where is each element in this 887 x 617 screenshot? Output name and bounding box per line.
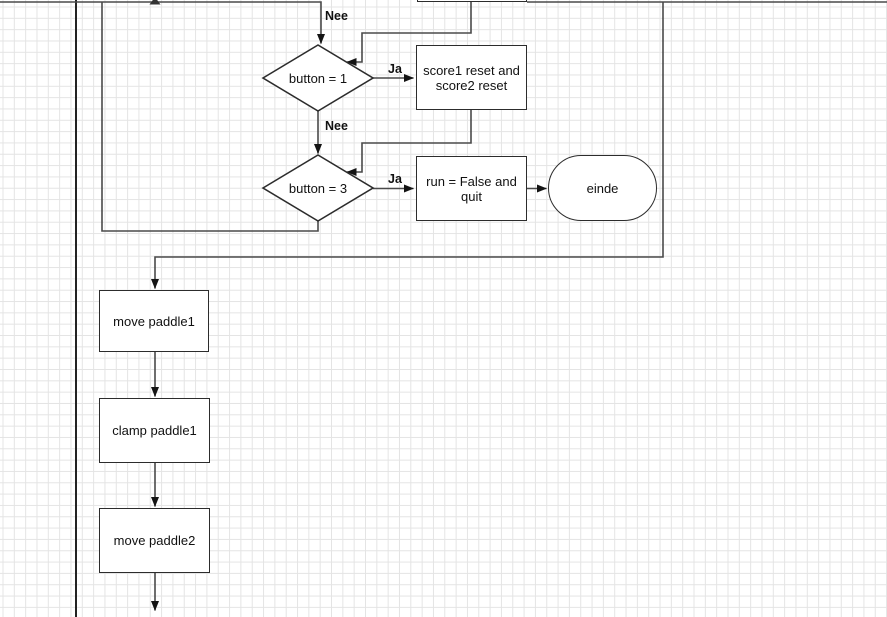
process-clamp-paddle1-label: clamp paddle1: [112, 423, 197, 438]
edge-label-nee-top: Nee: [325, 9, 348, 23]
cutoff-arrowhead-top: [149, 0, 161, 5]
process-run-quit-label-line2: quit: [461, 188, 482, 204]
process-move-paddle1-label: move paddle1: [113, 313, 195, 329]
terminator-einde-label: einde: [586, 180, 619, 196]
process-run-quit-label-line1: run = False and: [426, 173, 517, 189]
process-move-paddle1[interactable]: move paddle1: [99, 290, 209, 352]
process-score-reset[interactable]: score1 reset and score2 reset: [416, 45, 527, 110]
connector-top-into-button1[interactable]: [0, 1, 325, 44]
decision-button3-shape[interactable]: [261, 154, 375, 222]
edge-label-nee-between: Nee: [325, 119, 348, 133]
decision-button1-shape[interactable]: [261, 44, 375, 112]
connector-nee-loopback[interactable]: [101, 2, 319, 232]
process-clamp-paddle1[interactable]: clamp paddle1: [99, 398, 210, 463]
connector-score-reset-into-button1[interactable]: [346, 2, 472, 66]
process-cutoff-top[interactable]: [417, 0, 527, 2]
process-score-reset-label-line1: score1 reset and: [423, 62, 520, 78]
terminator-einde[interactable]: einde: [548, 155, 657, 221]
process-move-paddle2-label: move paddle2: [113, 533, 196, 548]
edge-label-ja-button3: Ja: [388, 172, 402, 186]
connector-right-rail-into-move-paddle1[interactable]: [151, 2, 664, 289]
process-move-paddle2[interactable]: move paddle2: [99, 508, 210, 573]
process-run-quit[interactable]: run = False and quit: [416, 156, 527, 221]
connector-score-reset-into-button3[interactable]: [346, 110, 472, 176]
edge-label-ja-button1: Ja: [388, 62, 402, 76]
process-score-reset-label-line2: score2 reset: [435, 77, 508, 93]
